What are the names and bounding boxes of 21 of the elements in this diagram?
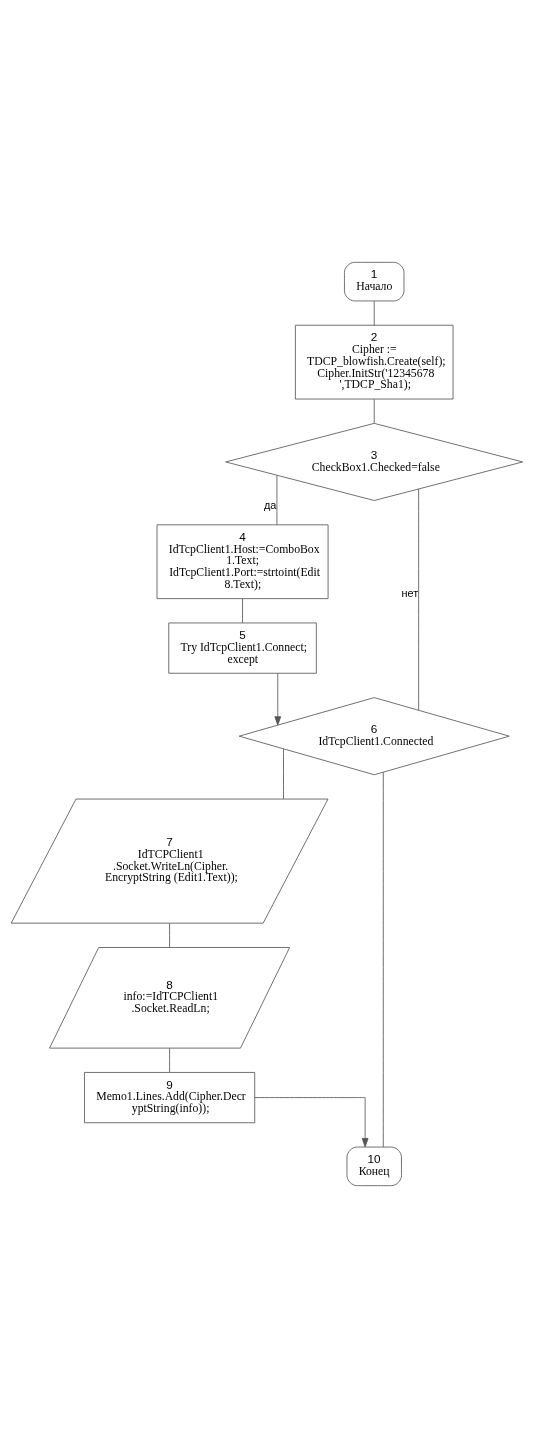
edge-label: нет bbox=[401, 586, 419, 599]
connector bbox=[169, 1047, 170, 1073]
connector bbox=[373, 300, 375, 326]
connector bbox=[373, 398, 375, 424]
arrow bbox=[274, 672, 282, 726]
node-box: 9 Memo1.Lines.Add(Cipher.Decr yptString(info)); bbox=[84, 1072, 256, 1124]
connector bbox=[169, 923, 170, 948]
node-box: 1 Начало bbox=[344, 261, 405, 302]
node-diamond: 3 CheckBox1.Checked=false bbox=[225, 422, 524, 501]
node-diamond: 6 IdTcpClient1.Connected bbox=[238, 697, 510, 776]
edge-label: да bbox=[264, 498, 277, 511]
arrow bbox=[254, 1097, 369, 1148]
node-box: 10 Конец bbox=[346, 1146, 402, 1187]
connector bbox=[382, 772, 384, 1148]
connector bbox=[276, 474, 278, 526]
connector bbox=[283, 748, 284, 800]
connector bbox=[242, 598, 243, 624]
node-box: 2 Cipher := TDCP_blowfish.Create(self); Cipher.InitStr('12345678 ',TDCP_Sha1); bbox=[294, 324, 454, 400]
node-box: 4 IdTcpClient1.Host:=ComboBox 1.Text; IdTcpClient1.Port:=strtoint(Edit 8.Text); bbox=[156, 524, 329, 600]
node-box: 5 Try IdTcpClient1.Connect; except bbox=[168, 622, 317, 674]
connector bbox=[418, 488, 420, 711]
